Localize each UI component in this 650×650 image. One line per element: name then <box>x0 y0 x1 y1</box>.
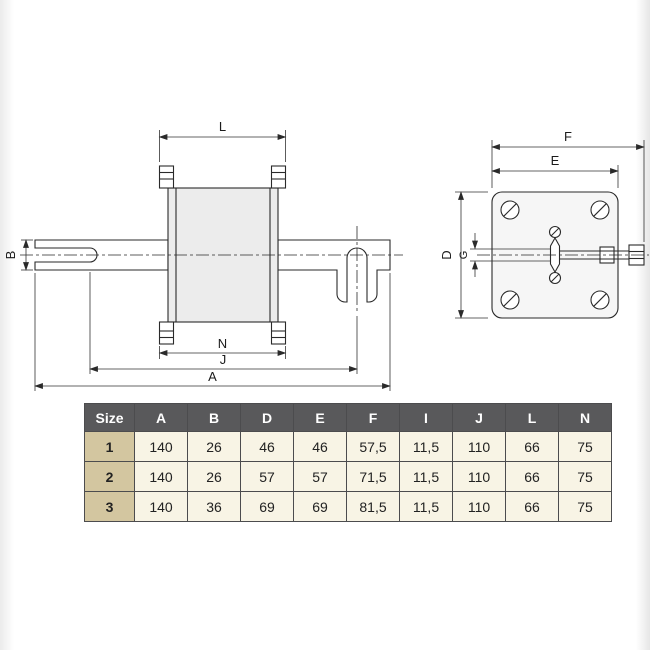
corner-screw-top-left <box>500 200 520 220</box>
dim-label-A: A <box>208 369 217 384</box>
corner-screw-bottom-right <box>590 290 610 310</box>
value-cell: 36 <box>187 491 241 522</box>
value-cell: 81,5 <box>346 491 400 522</box>
value-cell: 26 <box>187 461 241 492</box>
terminal-lug-top-right <box>270 165 287 189</box>
left-blade-contact <box>34 239 169 271</box>
terminal-lug-top-left <box>158 165 175 189</box>
col-header-n: N <box>558 403 612 432</box>
value-cell: 140 <box>134 491 188 522</box>
col-header-e: E <box>293 403 347 432</box>
value-cell: 110 <box>452 491 506 522</box>
col-header-a: A <box>134 403 188 432</box>
size-cell: 1 <box>84 431 135 462</box>
value-cell: 57,5 <box>346 431 400 462</box>
table-row-size-3: 3 140 36 69 69 81,5 11,5 110 66 75 <box>84 491 612 522</box>
dim-label-J: J <box>220 352 227 367</box>
value-cell: 46 <box>293 431 347 462</box>
dim-label-D: D <box>439 250 454 259</box>
right-blade-contact <box>277 239 391 303</box>
col-header-j: J <box>452 403 506 432</box>
side-view-centerlines <box>20 226 403 314</box>
center-screw-bottom <box>548 271 562 285</box>
terminal-lug-bottom-right <box>270 321 287 345</box>
front-view-dimensions <box>455 140 645 319</box>
value-cell: 11,5 <box>399 461 453 492</box>
value-cell: 26 <box>187 431 241 462</box>
corner-screw-top-right <box>590 200 610 220</box>
value-cell: 140 <box>134 461 188 492</box>
value-cell: 66 <box>505 431 559 462</box>
center-screw-top <box>548 225 562 239</box>
corner-screw-bottom-left <box>500 290 520 310</box>
dimensions-table: Size A B D E F I J L N 1 140 26 46 46 57… <box>84 403 612 522</box>
value-cell: 110 <box>452 431 506 462</box>
terminal-lug-bottom-left <box>158 321 175 345</box>
size-cell: 3 <box>84 491 135 522</box>
value-cell: 110 <box>452 461 506 492</box>
value-cell: 75 <box>558 461 612 492</box>
value-cell: 75 <box>558 431 612 462</box>
technical-drawing: L B N J A <box>3 119 649 391</box>
col-header-size: Size <box>84 403 135 432</box>
table-row-size-2: 2 140 26 57 57 71,5 11,5 110 66 75 <box>84 461 612 492</box>
value-cell: 46 <box>240 431 294 462</box>
value-cell: 66 <box>505 461 559 492</box>
dim-label-G: G <box>458 251 470 260</box>
size-cell: 2 <box>84 461 135 492</box>
value-cell: 75 <box>558 491 612 522</box>
col-header-l: L <box>505 403 559 432</box>
col-header-f: F <box>346 403 400 432</box>
dim-label-L: L <box>219 119 226 134</box>
dim-label-F: F <box>564 129 572 144</box>
value-cell: 140 <box>134 431 188 462</box>
value-cell: 66 <box>505 491 559 522</box>
table-row-size-1: 1 140 26 46 46 57,5 11,5 110 66 75 <box>84 431 612 462</box>
side-view-dimensions <box>21 130 391 391</box>
col-header-d: D <box>240 403 294 432</box>
value-cell: 71,5 <box>346 461 400 492</box>
value-cell: 57 <box>240 461 294 492</box>
value-cell: 11,5 <box>399 491 453 522</box>
value-cell: 57 <box>293 461 347 492</box>
value-cell: 11,5 <box>399 431 453 462</box>
dim-label-N: N <box>218 336 227 351</box>
dim-label-B: B <box>3 251 18 260</box>
col-header-i: I <box>399 403 453 432</box>
value-cell: 69 <box>240 491 294 522</box>
value-cell: 69 <box>293 491 347 522</box>
table-header-row: Size A B D E F I J L N <box>84 403 612 432</box>
dim-label-E: E <box>551 153 560 168</box>
col-header-b: B <box>187 403 241 432</box>
